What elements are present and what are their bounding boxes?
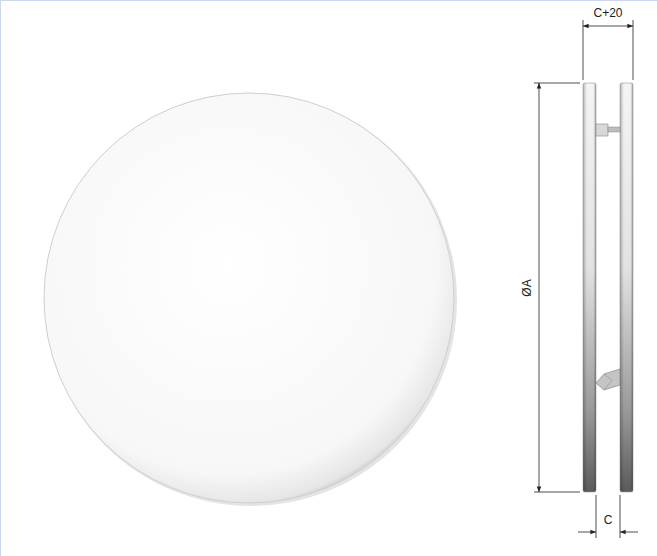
frame-line	[0, 0, 657, 1]
dimension-lines	[534, 20, 638, 538]
dimension-label: ØA	[520, 278, 534, 297]
frame-line	[0, 0, 1, 556]
disc-front	[44, 93, 454, 503]
dimension-label: C+20	[592, 6, 623, 20]
side-view	[583, 83, 633, 492]
disc-shadow	[45, 94, 457, 506]
dimension-label: C	[603, 513, 614, 527]
